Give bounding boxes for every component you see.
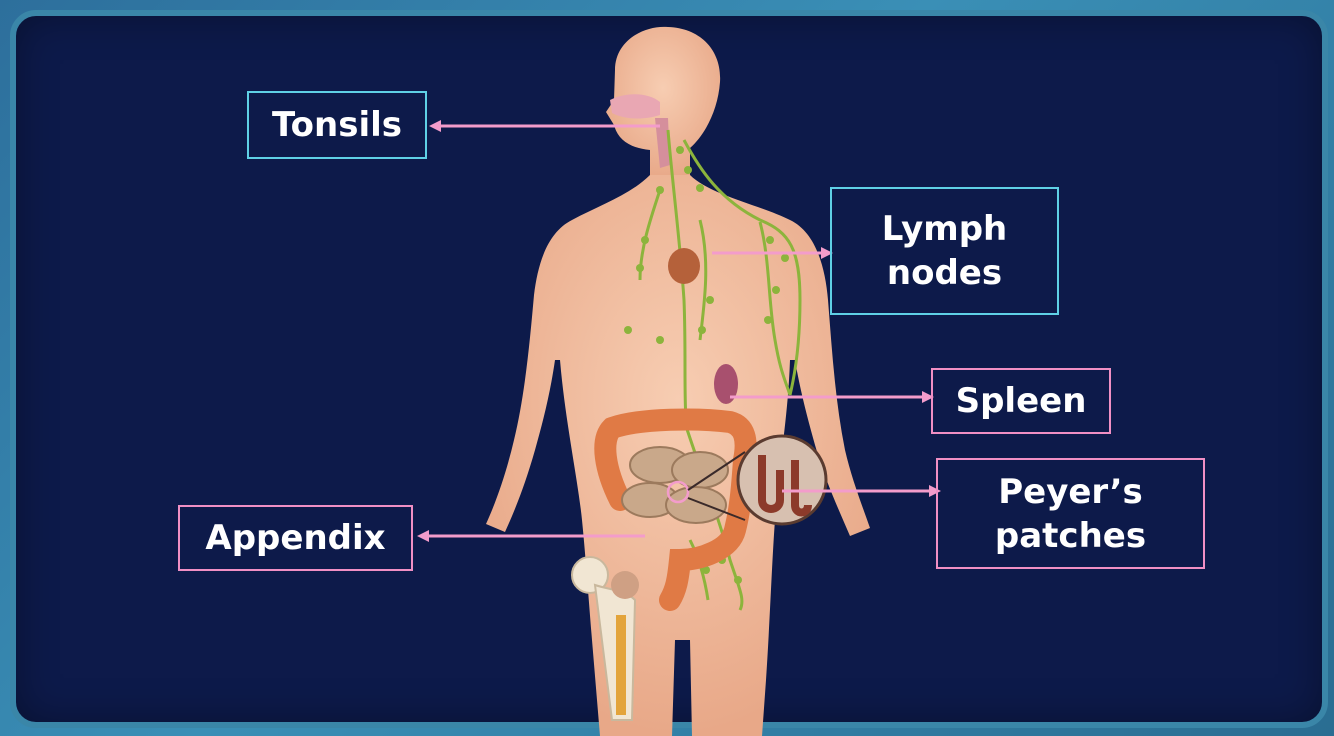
lymph-nodes-label-text: Lymph nodes (882, 207, 1008, 295)
tonsils-label: Tonsils (247, 91, 427, 159)
appendix-label-text: Appendix (205, 516, 385, 560)
tonsils-label-text: Tonsils (272, 103, 402, 147)
peyers-patches-label-text: Peyer’s patches (978, 470, 1163, 558)
body-silhouette (486, 27, 870, 736)
spleen-label-text: Spleen (956, 379, 1087, 423)
appendix-label: Appendix (178, 505, 413, 571)
lymph-nodes-label: Lymph nodes (830, 187, 1059, 315)
spleen-label: Spleen (931, 368, 1111, 434)
thymus-organ (668, 248, 700, 284)
peyers-patches-label: Peyer’s patches (936, 458, 1205, 569)
